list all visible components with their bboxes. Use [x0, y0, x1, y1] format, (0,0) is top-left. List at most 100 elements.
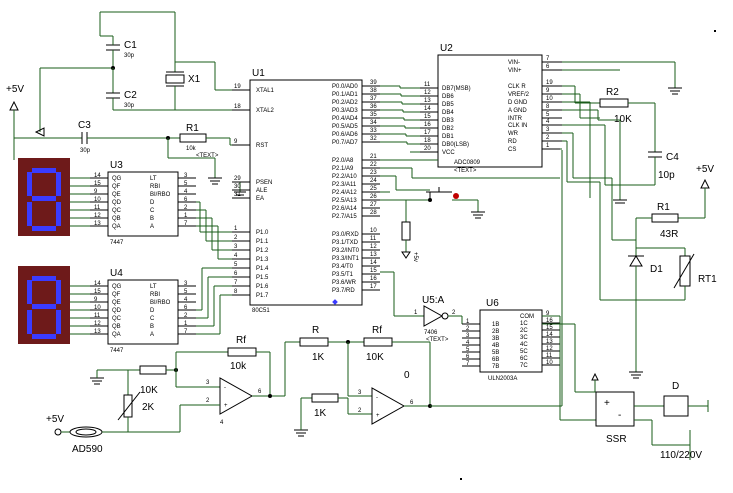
rf1-value: 10k: [230, 361, 247, 372]
u1-pin-name: PSEN: [256, 180, 272, 186]
decoder-pin-name: QF: [112, 292, 121, 298]
u2-pin-num: 10: [546, 96, 553, 102]
r1-text-tag: <TEXT>: [196, 153, 219, 159]
c1-value: 30p: [124, 53, 135, 59]
seven-segment-digit-2: [27, 276, 61, 339]
decoder-pin-num: 14: [94, 173, 101, 179]
u1-label: U1: [252, 68, 265, 79]
ad590-label: AD590: [72, 444, 103, 455]
decoder-pin-num: 7: [184, 221, 188, 227]
u2-pin-name: DB7(MSB): [442, 86, 471, 92]
u5-inverter: U5:A 7406 <TEXT> 1 2: [380, 271, 463, 343]
reset-circuit: +5V C3 30p R1 10k <TEXT>: [6, 84, 250, 196]
u1-pin-num: 19: [234, 84, 241, 90]
c3-label: C3: [78, 120, 91, 131]
c1-label: C1: [124, 40, 137, 51]
segment: [32, 196, 56, 201]
u6-pin-num: 4: [466, 340, 470, 346]
u1-pin-name: P3.6/WR: [332, 280, 357, 286]
u2-pin-name: RD: [508, 139, 517, 145]
c2-value: 30p: [124, 103, 135, 109]
u2-pin-name: A GND: [508, 108, 527, 114]
decoder-pin-name: QA: [112, 224, 121, 230]
u2-label: U2: [440, 43, 453, 54]
u5-pin-in: 1: [414, 310, 418, 316]
p2-switch: +5v: [380, 159, 560, 262]
u6-pin-name: 4C: [520, 342, 528, 348]
u2-adc: U2 ADC0809 <TEXT> 11DB7(MSB)12DB613DB514…: [420, 43, 562, 174]
u6-pin-num: 1: [466, 319, 470, 325]
u1-pin-name: P2.0/A8: [332, 158, 354, 164]
u1-pin-name: P1.3: [256, 257, 269, 263]
segment: [32, 276, 56, 281]
opamp1-pin6: 6: [258, 389, 262, 395]
u1-pin-name: P1.7: [256, 293, 269, 299]
u6-pin-num: 11: [546, 353, 553, 359]
r2-value: 10K: [614, 114, 632, 125]
decoder-pin-name: QB: [112, 324, 121, 330]
u6-pin-name: 1B: [492, 322, 499, 328]
u6-pin-name: 4B: [492, 343, 499, 349]
decoder-pin-num: 11: [94, 313, 101, 319]
segment: [27, 172, 32, 196]
u2-pin-num: 3: [546, 127, 550, 133]
u1-pin-num: 15: [370, 268, 377, 274]
seven-segment-digit-1: [27, 168, 61, 231]
segment: [27, 202, 32, 226]
u5-label: U5:A: [422, 295, 445, 306]
decoder-pin-name: QE: [112, 300, 121, 306]
decoder-pin-num: 15: [94, 181, 101, 187]
decorative-marks: [332, 30, 716, 480]
u6-pin-name: 2C: [520, 328, 528, 334]
u1-pin-num: 10: [370, 228, 377, 234]
rt1-label: RT1: [698, 274, 717, 285]
u1-pin-name: P0.2/AD2: [332, 100, 358, 106]
segment: [56, 280, 61, 304]
u1-pin-name: P0.3/AD3: [332, 108, 358, 114]
d1-label: D1: [650, 264, 663, 275]
decoder-pin-num: 6: [184, 305, 188, 311]
decoder-pin-name: B: [150, 324, 154, 330]
decoder-pin-num: 4: [184, 189, 188, 195]
u6-pin-num: 12: [546, 346, 553, 352]
decoder-pin-name: D: [150, 308, 155, 314]
u1-pin-name: P2.4/A12: [332, 190, 357, 196]
opamp2-pin6: 6: [410, 400, 414, 406]
decoder-pin-name: BI/RBO: [150, 300, 171, 306]
decoder-pin-num: 7: [184, 329, 188, 335]
u2-pin-num: 6: [546, 64, 550, 70]
segment: [32, 334, 56, 339]
u1-pin-num: 32: [370, 136, 377, 142]
u2-pin-name: DB3: [442, 118, 454, 124]
decoder-pin-name: LT: [150, 284, 157, 290]
u2-pin-num: 19: [546, 80, 553, 86]
segment: [32, 304, 56, 309]
segment: [56, 310, 61, 334]
u6-pin-num: 6: [466, 354, 470, 360]
u6-pin-name: 3C: [520, 335, 528, 341]
u2-pin-num: 13: [424, 98, 431, 104]
supply-5v-bottom: +5V: [46, 414, 64, 425]
u6-pin-name: 1C: [520, 321, 528, 327]
u6-pin-num: 14: [546, 332, 553, 338]
u1-pin-num: 39: [370, 80, 377, 86]
decoder-pin-num: 15: [94, 289, 101, 295]
u2-pin-name: DB1: [442, 134, 454, 140]
u6-pin-name: 6B: [492, 357, 499, 363]
u1-pin-name: P1.1: [256, 239, 269, 245]
u1-pin-name: P1.6: [256, 284, 269, 290]
u1-pin-num: 28: [370, 210, 377, 216]
ground-symbol: [34, 127, 45, 137]
decoder-pin-name: LT: [150, 176, 157, 182]
u2-pin-num: 5: [546, 112, 550, 118]
decoder-pin-num: 3: [184, 173, 188, 179]
u2-pin-name: CLK IN: [508, 123, 527, 129]
u2-pin-name: VCC: [442, 150, 455, 156]
u6-pin-num: 5: [466, 347, 470, 353]
u6-pin-name: 7C: [520, 363, 528, 369]
ssr-output: + - SSR D 110/220V: [591, 372, 709, 461]
decoder-pin-num: 5: [184, 181, 188, 187]
decoder-pin-name: QC: [112, 316, 122, 322]
